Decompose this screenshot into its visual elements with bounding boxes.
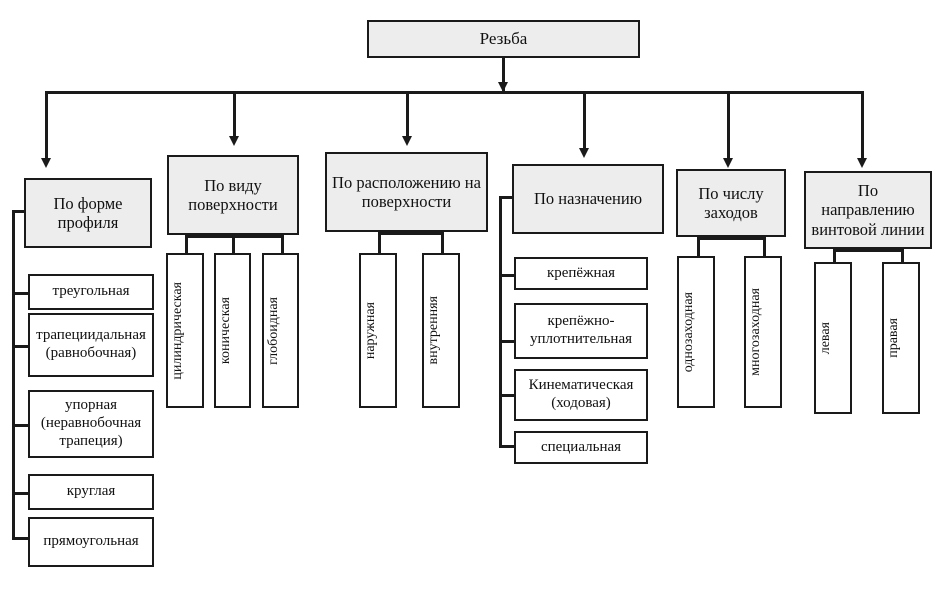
- leaf-node-label: правая: [886, 318, 901, 358]
- leaf-node: специальная: [514, 431, 648, 464]
- leaf-node: глобоидная: [262, 253, 299, 408]
- leaf-node: правая: [882, 262, 920, 414]
- connector-b4-leaf-2: [499, 340, 516, 343]
- connector-b1-stub: [12, 210, 26, 213]
- leaf-node-label: трапециидальная (равнобочная): [36, 327, 146, 361]
- leaf-node-label: цилиндрическая: [170, 281, 185, 380]
- leaf-node: трапециидальная (равнобочная): [28, 313, 154, 377]
- leaf-node-label: коническая: [218, 296, 233, 365]
- leaf-node-label: левая: [818, 321, 833, 355]
- branch-header-label: По направлению винтовой линии: [811, 180, 925, 239]
- connector-b6-rail: [833, 249, 901, 252]
- leaf-node: крепёжная: [514, 257, 648, 290]
- connector-b1-leaf-1: [12, 292, 30, 295]
- leaf-node-label: однозаходная: [681, 291, 696, 373]
- branch-header-label: По расположению на поверхности: [332, 172, 481, 211]
- connector-b4-leaf-3: [499, 394, 516, 397]
- branch-header-po-naznacheniyu: По назначению: [512, 164, 664, 234]
- arrow-branch-5: [723, 158, 733, 168]
- branch-header-po-raspolozheniyu: По расположению на поверхности: [325, 152, 488, 232]
- leaf-node: внутренняя: [422, 253, 460, 408]
- leaf-node: цилиндрическая: [166, 253, 204, 408]
- connector-b3-leg-1: [378, 232, 381, 254]
- branch-header-label: По числу заходов: [698, 183, 764, 222]
- leaf-node-label: наружная: [363, 301, 378, 360]
- leaf-node-label: Кинематическая (ходовая): [528, 377, 634, 411]
- connector-b1-leaf-2: [12, 345, 30, 348]
- branch-header-label: По виду поверхности: [188, 175, 278, 214]
- leaf-node: многозаходная: [744, 256, 782, 408]
- leaf-node: наружная: [359, 253, 397, 408]
- branch-header-po-chislu-zahodov: По числу заходов: [676, 169, 786, 237]
- arrow-root-to-bus: [498, 82, 508, 92]
- branch-header-po-napravleniyu: По направлению винтовой линии: [804, 171, 932, 249]
- leaf-node: коническая: [214, 253, 251, 408]
- leaf-node: Кинематическая (ходовая): [514, 369, 648, 421]
- arrow-branch-3: [402, 136, 412, 146]
- connector-root-stem: [502, 58, 505, 92]
- connector-b2-leg-3: [281, 235, 284, 254]
- root-node-label: Резьба: [479, 28, 528, 48]
- leaf-node: упорная (неравнобочная трапеция): [28, 390, 154, 458]
- connector-drop-5: [727, 91, 730, 163]
- leaf-node-label: треугольная: [52, 283, 130, 300]
- connector-drop-3: [406, 91, 409, 141]
- leaf-node: круглая: [28, 474, 154, 510]
- leaf-node: однозаходная: [677, 256, 715, 408]
- connector-b1-leaf-3: [12, 424, 30, 427]
- connector-b5-leg-1: [697, 237, 700, 258]
- connector-b6-leg-1: [833, 249, 836, 263]
- connector-drop-2: [233, 91, 236, 141]
- arrow-branch-4: [579, 148, 589, 158]
- connector-b1-spine: [12, 210, 15, 538]
- connector-b2-leg-1: [185, 235, 188, 254]
- connector-b1-leaf-4: [12, 492, 30, 495]
- connector-drop-1: [45, 91, 48, 163]
- connector-b5-rail: [697, 237, 763, 240]
- leaf-node-label: круглая: [66, 483, 116, 500]
- arrow-branch-2: [229, 136, 239, 146]
- connector-b2-leg-2: [232, 235, 235, 254]
- leaf-node-label: крепёжная: [546, 264, 616, 281]
- leaf-node: треугольная: [28, 274, 154, 310]
- leaf-node-label: специальная: [540, 438, 622, 455]
- leaf-node: прямоугольная: [28, 517, 154, 567]
- leaf-node: левая: [814, 262, 852, 414]
- connector-b3-rail: [378, 232, 441, 235]
- connector-b3-leg-2: [441, 232, 444, 254]
- connector-b4-leaf-1: [499, 274, 516, 277]
- arrow-branch-1: [41, 158, 51, 168]
- leaf-node-label: внутренняя: [426, 296, 441, 365]
- connector-bus: [45, 91, 863, 94]
- connector-drop-6: [861, 91, 864, 163]
- arrow-branch-6: [857, 158, 867, 168]
- leaf-node: крепёжно-уплотнительная: [514, 303, 648, 359]
- root-node-rezba: Резьба: [367, 20, 640, 58]
- leaf-node-label: прямоугольная: [43, 533, 139, 550]
- connector-b4-leaf-4: [499, 445, 516, 448]
- leaf-node-label: многозаходная: [748, 288, 763, 376]
- leaf-node-label: упорная (неравнобочная трапеция): [40, 397, 142, 449]
- leaf-node-label: глобоидная: [266, 296, 281, 365]
- connector-b1-leaf-5: [12, 537, 30, 540]
- branch-header-label: По форме профиля: [53, 193, 123, 232]
- branch-header-po-vidu-poverhnosti: По виду поверхности: [167, 155, 299, 235]
- connector-b6-leg-2: [901, 249, 904, 263]
- branch-header-po-forme-profilya: По форме профиля: [24, 178, 152, 248]
- branch-header-label: По назначению: [533, 189, 643, 209]
- connector-drop-4: [583, 91, 586, 153]
- leaf-node-label: крепёжно-уплотнительная: [529, 313, 633, 347]
- connector-b4-spine: [499, 196, 502, 446]
- connector-b4-stub: [499, 196, 514, 199]
- connector-b5-leg-2: [763, 237, 766, 258]
